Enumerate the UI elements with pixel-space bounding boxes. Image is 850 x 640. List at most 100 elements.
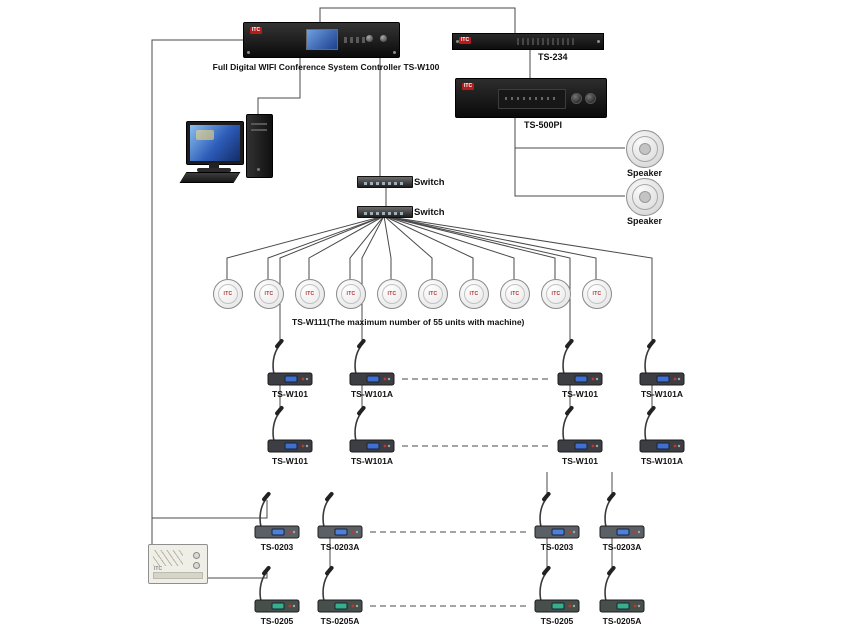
power-button [257, 168, 260, 171]
connection-line [383, 215, 515, 279]
speaker-label: Speaker [627, 168, 663, 178]
connection-line [257, 56, 301, 118]
conference-mic-unit [590, 565, 654, 614]
gooseneck-mic-graphic [534, 565, 580, 613]
connection-line [349, 215, 385, 279]
power-supply-box: ITC [148, 544, 208, 584]
drive-slot [251, 123, 267, 125]
mic-model-label: TS-W101 [272, 389, 308, 399]
vent-grille [517, 38, 575, 45]
ceiling-unit-ts-w111: ITC [377, 279, 407, 309]
itc-logo: ITC [154, 566, 163, 572]
network-switch [357, 206, 413, 218]
ceiling-units-label: TS-W111(The maximum number of 55 units w… [292, 317, 525, 327]
psu-terminal [193, 552, 200, 559]
conference-mic-unit [245, 565, 309, 614]
itc-logo: ITC [592, 291, 602, 297]
connection-line [151, 39, 243, 545]
ceiling-speaker [626, 178, 664, 216]
psu-markings [153, 550, 183, 566]
conference-mic-unit [258, 405, 322, 454]
gooseneck-mic-graphic [349, 405, 395, 453]
itc-logo: ITC [462, 83, 475, 90]
itc-logo: ITC [459, 37, 472, 44]
connection-line [361, 215, 385, 345]
monitor [186, 121, 244, 165]
ceiling-speaker [626, 130, 664, 168]
connection-line [206, 572, 268, 579]
connection-line [279, 215, 385, 345]
controller-buttons [344, 37, 366, 43]
mic-model-label: TS-0203A [602, 542, 642, 552]
gooseneck-mic-graphic [317, 565, 363, 613]
mic-model-label: TS-0205 [260, 616, 294, 626]
itc-logo: ITC [223, 291, 233, 297]
rack-device-ts234: ITC [452, 33, 604, 50]
ceiling-unit-ts-w111: ITC [541, 279, 571, 309]
itc-logo: ITC [387, 291, 397, 297]
mic-model-label: TS-W101A [640, 389, 684, 399]
conference-mic-unit [525, 565, 589, 614]
conference-mic-unit [630, 405, 694, 454]
connection-line [226, 215, 385, 279]
conference-mic-unit [308, 491, 372, 540]
amplifier-knob [571, 93, 582, 104]
ceiling-unit-ts-w111: ITC [254, 279, 284, 309]
amplifier-panel [498, 89, 566, 109]
gooseneck-mic-graphic [534, 491, 580, 539]
gooseneck-mic-graphic [557, 338, 603, 386]
conference-mic-unit [308, 565, 372, 614]
itc-logo: ITC [551, 291, 561, 297]
switch-label: Switch [414, 207, 445, 218]
conference-mic-unit [590, 491, 654, 540]
gooseneck-mic-graphic [349, 338, 395, 386]
controller-knob [380, 35, 387, 42]
gooseneck-mic-graphic [599, 491, 645, 539]
gooseneck-mic-graphic [267, 405, 313, 453]
controller-label: Full Digital WIFI Conference System Cont… [212, 62, 440, 72]
connection-line [383, 215, 474, 279]
gooseneck-mic-graphic [639, 405, 685, 453]
keyboard [179, 172, 241, 183]
mic-model-label: TS-0205A [602, 616, 642, 626]
ceiling-unit-ts-w111: ITC [582, 279, 612, 309]
gooseneck-mic-graphic [599, 565, 645, 613]
itc-logo: ITC [346, 291, 356, 297]
connection-line [383, 215, 556, 279]
conference-mic-unit [548, 405, 612, 454]
mic-model-label: TS-0203A [320, 542, 360, 552]
switch-label: Switch [414, 177, 445, 188]
rack-screw [456, 40, 459, 43]
monitor-stand [209, 163, 219, 168]
controller-screen [306, 29, 338, 50]
drive-slot [251, 129, 267, 131]
conference-mic-unit [245, 491, 309, 540]
rack-screw [247, 51, 250, 54]
mic-model-label: TS-0205 [540, 616, 574, 626]
mic-model-label: TS-W101 [272, 456, 308, 466]
controller-knob [366, 35, 373, 42]
ceiling-unit-ts-w111: ITC [213, 279, 243, 309]
mic-model-label: TS-0203 [260, 542, 294, 552]
amplifier-knob [585, 93, 596, 104]
ceiling-unit-ts-w111: ITC [295, 279, 325, 309]
ts500pi-label: TS-500PI [524, 120, 563, 130]
psu-terminal [193, 562, 200, 569]
itc-logo: ITC [250, 27, 263, 34]
gooseneck-mic-graphic [267, 338, 313, 386]
mic-model-label: TS-W101A [350, 456, 394, 466]
connection-line [152, 500, 268, 519]
ceiling-unit-ts-w111: ITC [459, 279, 489, 309]
monitor-screen [190, 125, 240, 161]
mic-model-label: TS-W101 [562, 456, 598, 466]
conference-controller-ts-w100: ITC [243, 22, 400, 58]
connection-line [383, 215, 392, 279]
gooseneck-mic-graphic [557, 405, 603, 453]
ceiling-unit-ts-w111: ITC [500, 279, 530, 309]
connection-line [383, 215, 571, 345]
connection-line [383, 215, 653, 345]
mic-model-label: TS-W101 [562, 389, 598, 399]
conference-mic-unit [548, 338, 612, 387]
mic-model-label: TS-W101A [640, 456, 684, 466]
